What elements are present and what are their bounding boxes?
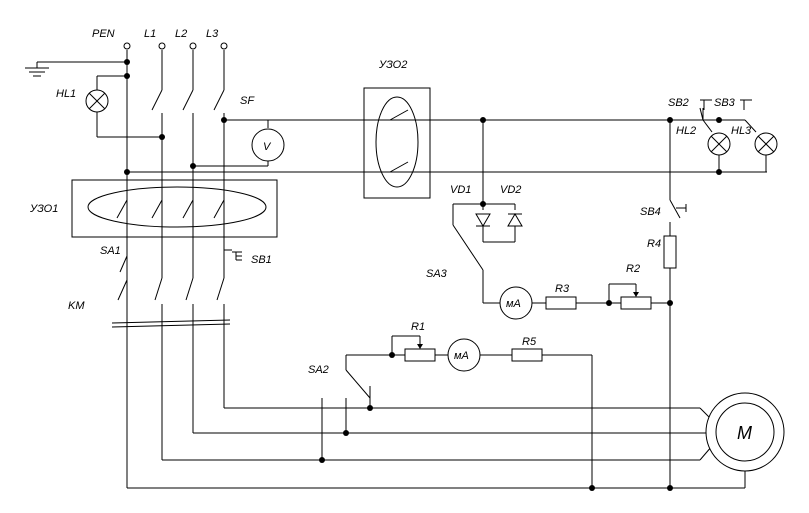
terminal-pen (123, 42, 131, 50)
ground-symbol (29, 71, 45, 77)
label-sf: SF (240, 95, 255, 107)
label-sa2: SA2 (308, 364, 329, 376)
label-uzo2: УЗО2 (378, 59, 407, 71)
label-vd2: VD2 (500, 184, 521, 196)
label-sb3: SB3 (714, 97, 736, 109)
milliammeter-lower (447, 338, 512, 372)
label-hl2: HL2 (676, 125, 696, 137)
sa3-switch (452, 203, 500, 304)
resistor-r5 (511, 348, 593, 488)
supply-l1 (151, 50, 700, 461)
label-hl3: HL3 (731, 125, 752, 137)
label-voltmeter: V (263, 141, 272, 153)
label-motor: M (737, 423, 752, 443)
resistor-r1 (391, 335, 448, 362)
resistor-r3 (532, 296, 621, 310)
sa2-switch (321, 354, 405, 460)
sb4-button (669, 120, 687, 236)
label-r1: R1 (411, 321, 425, 333)
sb2-button (699, 99, 713, 133)
uzo2-device (363, 87, 431, 199)
label-sb2: SB2 (668, 97, 689, 109)
terminal-l1 (158, 42, 166, 50)
label-l3: L3 (206, 28, 219, 40)
hl3-lamp (754, 132, 778, 172)
label-r2: R2 (626, 263, 640, 275)
sa1-switch (119, 255, 128, 273)
terminal-l3 (220, 42, 228, 50)
sb1-button (224, 249, 242, 261)
terminal-l2 (189, 42, 197, 50)
label-sa3: SA3 (426, 268, 448, 280)
motor (699, 392, 785, 488)
label-ma-upper: мА (506, 298, 521, 310)
diode-vd2 (507, 213, 523, 242)
supply-l2 (182, 50, 700, 434)
control-neutral-line (127, 165, 767, 173)
label-r3: R3 (555, 283, 570, 295)
km-contactor (111, 279, 231, 328)
label-sb4: SB4 (640, 206, 661, 218)
label-l2: L2 (175, 28, 187, 40)
diode-vd1 (475, 120, 516, 243)
resistor-r2 (608, 283, 670, 310)
resistor-r4 (663, 235, 677, 488)
label-sb1: SB1 (251, 254, 272, 266)
label-vd1: VD1 (450, 184, 471, 196)
uzo1-device (71, 179, 278, 238)
supply-pen (25, 50, 745, 489)
voltmeter (251, 120, 285, 166)
label-l1: L1 (144, 28, 156, 40)
label-sa1: SA1 (100, 245, 121, 257)
hl1-lamp (85, 75, 162, 138)
label-r5: R5 (522, 336, 537, 348)
label-km: KM (68, 300, 85, 312)
label-hl1: HL1 (56, 88, 76, 100)
label-uzo1: УЗО1 (29, 203, 58, 215)
label-ma-lower: мА (454, 350, 469, 362)
label-pen: PEN (92, 28, 115, 40)
junction-nodes (124, 59, 722, 491)
label-r4: R4 (647, 238, 661, 250)
hl2-lamp (707, 132, 731, 172)
sb3-button (740, 99, 757, 133)
